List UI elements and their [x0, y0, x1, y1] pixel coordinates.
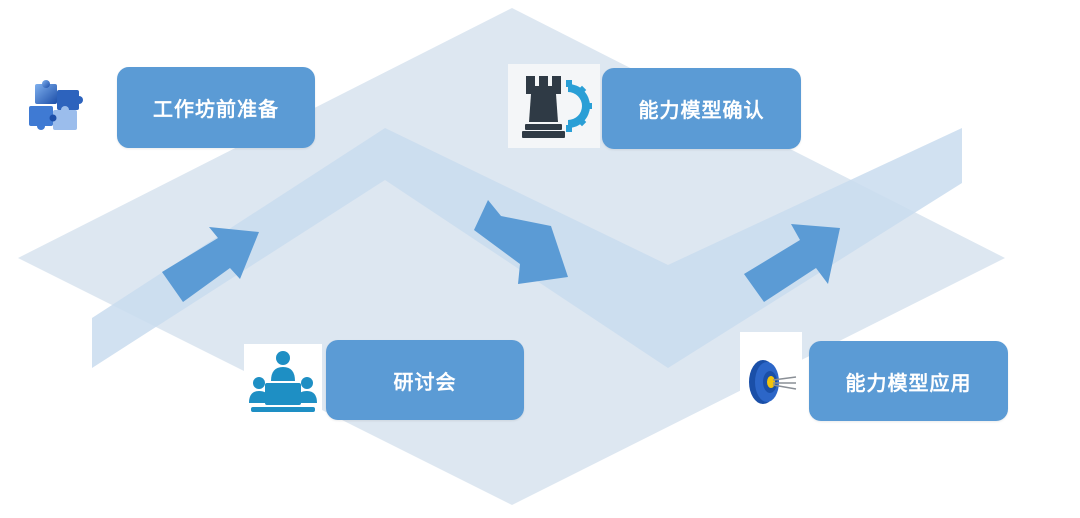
- step-label: 工作坊前准备: [153, 97, 279, 121]
- flow-arrow-1: [162, 227, 259, 302]
- puzzle-icon: [13, 72, 103, 140]
- step-label: 研讨会: [393, 369, 457, 394]
- target-icon: [740, 332, 802, 432]
- meeting-icon: [244, 344, 322, 420]
- flow-arrow-2: [474, 200, 568, 284]
- step-label: 能力模型应用: [845, 370, 972, 395]
- step-competency-model-application: 能力模型应用: [809, 341, 1008, 421]
- step-competency-model-confirmation: 能力模型确认: [602, 68, 801, 149]
- step-workshop-preparation: 工作坊前准备: [117, 67, 315, 148]
- step-workshop-seminar: 研讨会: [326, 340, 524, 420]
- chess-rook-gear-icon: [508, 64, 600, 148]
- step-label: 能力模型确认: [638, 98, 765, 122]
- flow-arrow-3: [744, 224, 840, 302]
